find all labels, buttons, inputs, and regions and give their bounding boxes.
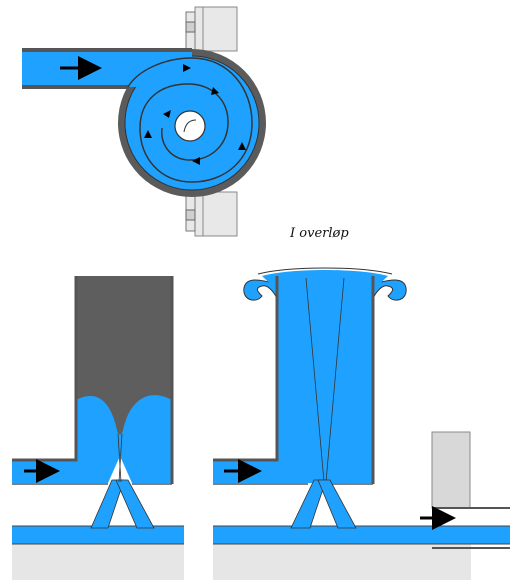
vortex-chamber-top-view xyxy=(22,6,266,237)
inlet-pipe-top-view xyxy=(22,48,192,89)
mounting-bracket-top xyxy=(185,6,238,52)
triangle-arrow-icon xyxy=(238,142,246,150)
nozzle-jet-left-b xyxy=(115,479,155,529)
spiral-flow-line xyxy=(127,57,253,183)
triangle-arrow-icon xyxy=(183,64,191,72)
fluid-body-left xyxy=(76,395,172,483)
nozzle-jet-right-b xyxy=(317,479,357,529)
nozzle-overflow-section xyxy=(213,267,510,580)
fluid-body-right xyxy=(277,276,373,483)
triangle-arrow-icon xyxy=(192,157,200,165)
floor-base-right xyxy=(213,542,471,580)
base-flow-layer-left xyxy=(12,526,184,544)
nozzle-normal-section xyxy=(12,276,184,580)
bolt-icon xyxy=(185,209,196,221)
overflow-label: I overløp xyxy=(290,226,349,241)
base-flow-layer-right xyxy=(213,526,510,544)
triangle-arrow-icon xyxy=(163,110,171,118)
side-block xyxy=(431,431,471,509)
overflow-cap xyxy=(243,279,278,301)
mounting-bracket-bottom xyxy=(185,191,238,237)
bolt-icon xyxy=(185,21,196,33)
central-outlet xyxy=(174,110,206,142)
triangle-arrow-icon xyxy=(144,130,152,138)
floor-base-left xyxy=(12,542,184,580)
triangle-arrow-icon xyxy=(211,87,219,95)
